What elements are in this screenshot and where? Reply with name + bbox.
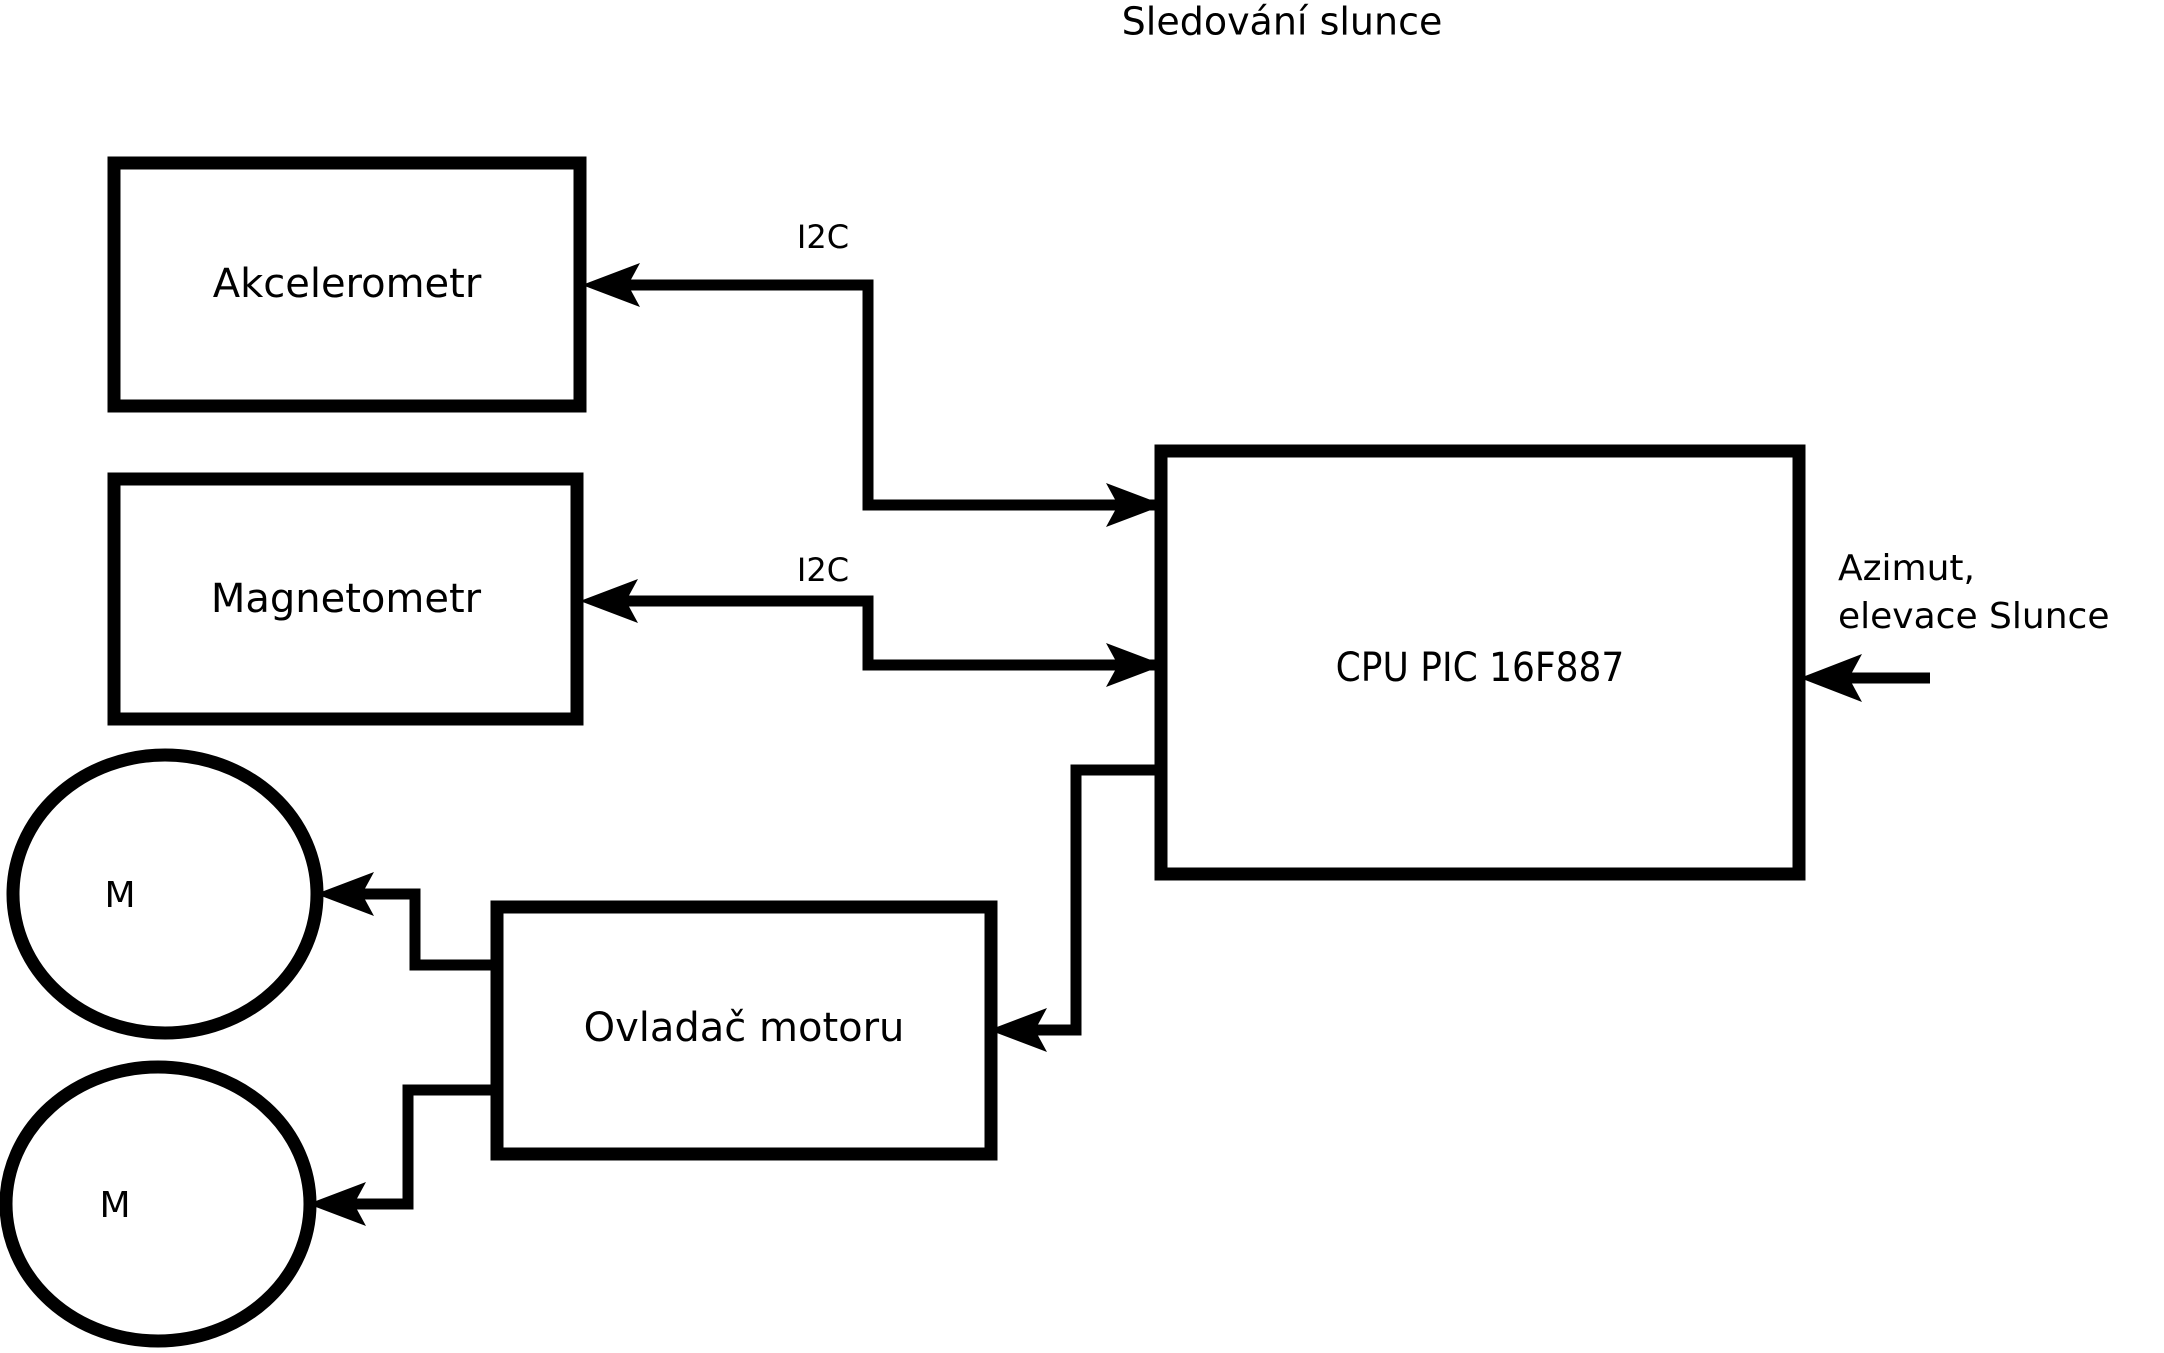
edge-label-i2c-magnetometer: I2C bbox=[797, 551, 849, 589]
arrowhead-to-motor-bottom bbox=[308, 1182, 366, 1226]
node-motor-top-label: M bbox=[104, 875, 135, 916]
arrowhead-to-cpu-upper bbox=[1106, 483, 1164, 527]
node-magnetometer-label: Magnetometr bbox=[211, 576, 482, 622]
arrowhead-to-cpu-lower bbox=[1106, 643, 1164, 687]
node-accelerometer-box bbox=[107, 156, 587, 413]
edge-cpu-magnetometer-i2c bbox=[616, 595, 1155, 671]
edge-motor-driver-to-motor-bottom bbox=[344, 1084, 497, 1210]
arrowhead-to-accelerometer bbox=[582, 263, 640, 307]
node-cpu-box bbox=[1154, 444, 1806, 881]
io-label-sun-line2: elevace Slunce bbox=[1838, 596, 2109, 637]
arrowhead-to-motor-driver bbox=[989, 1008, 1047, 1052]
node-motor-bottom-label: M bbox=[99, 1185, 130, 1226]
node-motor-bottom-circle bbox=[0, 1060, 317, 1348]
node-motor-top-circle bbox=[6, 748, 324, 1040]
diagram-title: Sledování slunce bbox=[1122, 0, 1443, 44]
arrowhead-to-magnetometer bbox=[580, 579, 638, 623]
node-magnetometer-box bbox=[107, 472, 584, 726]
node-accelerometer-label: Akcelerometr bbox=[213, 261, 482, 307]
edge-motor-driver-to-motor-top bbox=[352, 888, 497, 971]
io-label-sun-line1: Azimut, bbox=[1838, 548, 1975, 589]
arrowhead-to-motor-top bbox=[316, 872, 374, 916]
node-cpu-label: CPU PIC 16F887 bbox=[1336, 645, 1625, 691]
edge-label-i2c-accelerometer: I2C bbox=[797, 218, 849, 256]
edge-cpu-accelerometer-i2c bbox=[618, 279, 1155, 511]
node-motor-driver-label: Ovladač motoru bbox=[584, 1005, 905, 1051]
arrowhead-sun-input bbox=[1800, 654, 1862, 702]
edge-cpu-to-motor-driver bbox=[1025, 764, 1161, 1036]
